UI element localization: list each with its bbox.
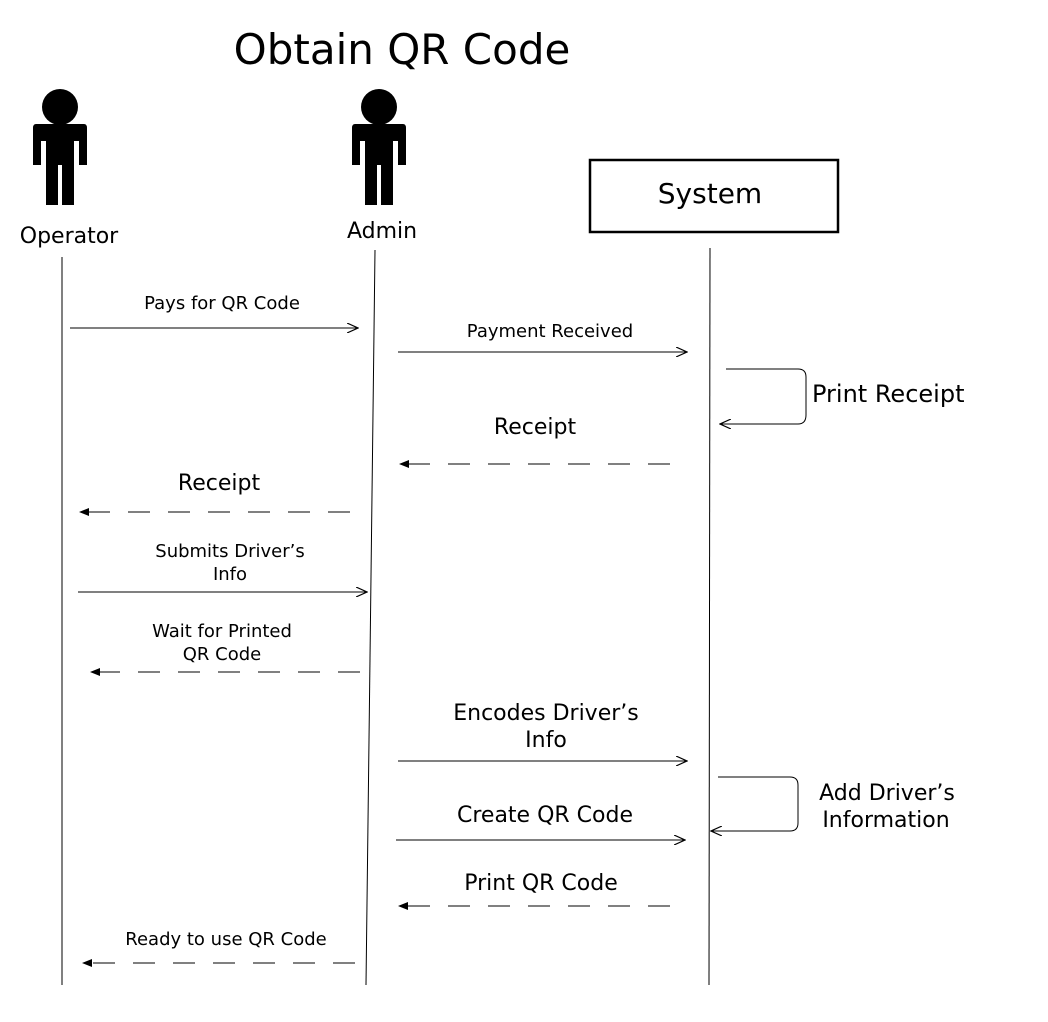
message-label-line2: QR Code	[183, 644, 261, 665]
self-message-arrow	[720, 368, 807, 424]
message-label: Receipt	[494, 415, 577, 440]
admin-actor-icon	[352, 89, 406, 205]
diagram-title: Obtain QR Code	[234, 25, 571, 74]
message-label: Pays for QR Code	[144, 293, 300, 314]
message-label: Receipt	[178, 471, 261, 496]
message-label: Payment Received	[467, 321, 633, 342]
message-label-line1: Wait for Printed	[152, 621, 292, 642]
self-message-label-line1: Add Driver’s	[819, 781, 955, 806]
message-label: Print QR Code	[464, 871, 618, 896]
self-message-label: Print Receipt	[812, 380, 964, 408]
message-label: Ready to use QR Code	[125, 929, 326, 950]
system-label: System	[658, 177, 762, 210]
admin-lifeline	[365, 249, 376, 986]
message-label-line2: Info	[525, 728, 567, 753]
message-label-line1: Submits Driver’s	[155, 541, 304, 562]
operator-actor-icon	[33, 89, 87, 205]
operator-label: Operator	[20, 224, 119, 249]
message-label-line1: Encodes Driver’s	[453, 701, 639, 726]
admin-label: Admin	[347, 219, 417, 244]
system-lifeline	[708, 247, 711, 986]
message-label-line2: Info	[213, 564, 247, 585]
message-label: Create QR Code	[457, 803, 633, 828]
system-box	[588, 158, 840, 234]
self-message-label-line2: Information	[822, 808, 949, 833]
self-message-arrow	[711, 776, 799, 831]
